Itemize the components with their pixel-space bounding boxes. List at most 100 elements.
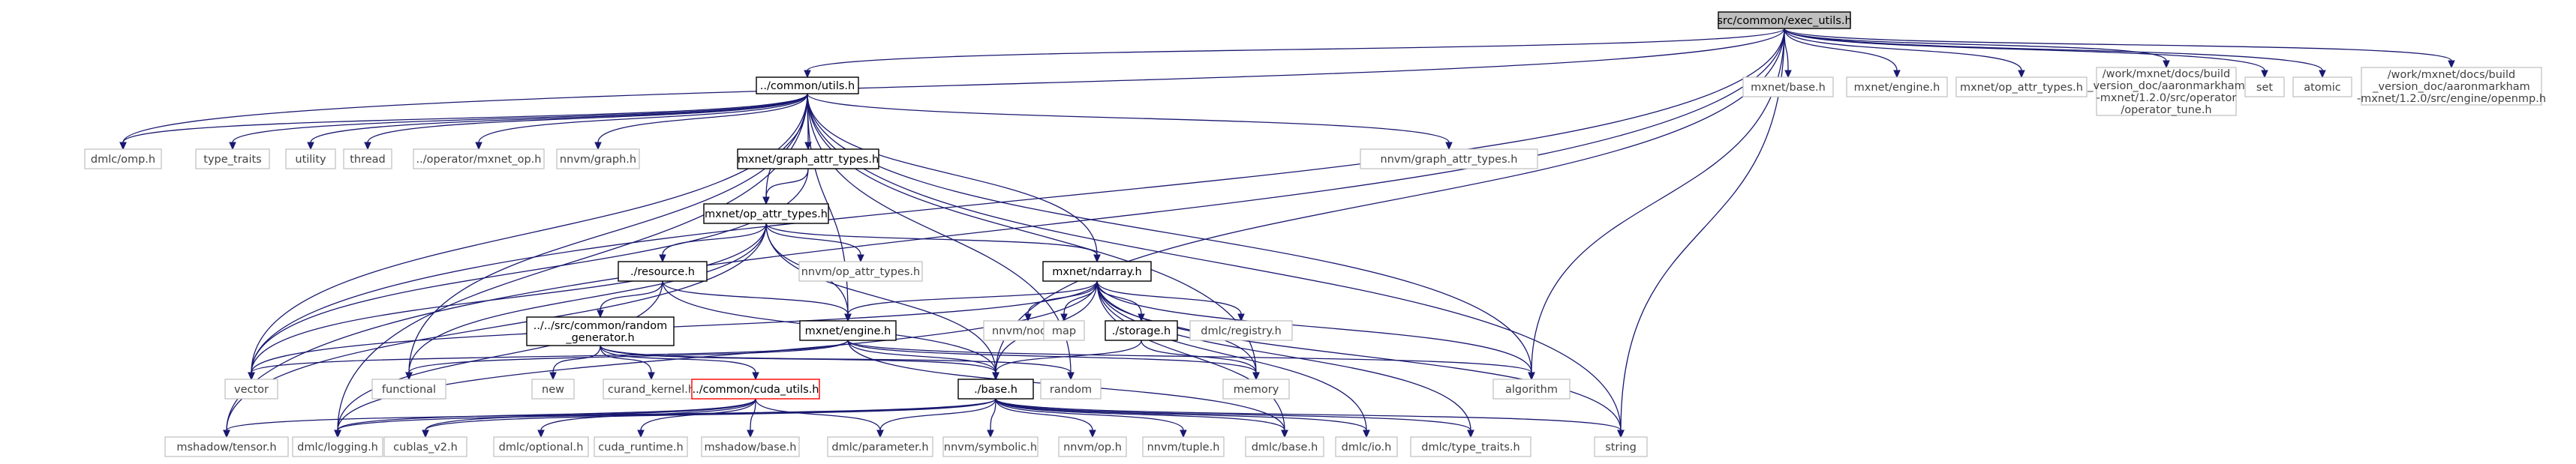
node-label: dmlc/base.h — [1252, 442, 1318, 454]
node-mxnet-op: ../operator/mxnet_op.h — [413, 148, 545, 169]
node-label: ../common/utils.h — [760, 80, 855, 92]
node-nnvm-graph-attr: nnvm/graph_attr_types.h — [1360, 148, 1538, 169]
edge-random_gen-to-cuda_utils — [600, 345, 759, 381]
edge-root-to-mxnet_op_attr_ext — [1784, 28, 2025, 79]
node-label: mshadow/base.h — [705, 442, 797, 454]
node-label: nnvm/symbolic.h — [944, 442, 1037, 454]
edge-random_gen-to-random — [600, 345, 1075, 381]
edge-common_utils-to-mxnet_op — [475, 93, 808, 151]
node-label: dmlc/optional.h — [499, 442, 584, 454]
node-dmlc-base: dmlc/base.h — [1245, 436, 1324, 457]
node-label: vector — [234, 384, 269, 396]
node-label: ./storage.h — [1112, 325, 1171, 337]
node-label: nnvm/op_attr_types.h — [801, 266, 921, 278]
edge-root-to-mxnet_engine_ext — [1784, 28, 1901, 79]
node-mshadow-tensor: mshadow/tensor.h — [164, 436, 289, 457]
node-graph-attr[interactable]: mxnet/graph_attr_types.h — [737, 148, 879, 169]
node-label: thread — [350, 154, 386, 166]
node-label: cuda_runtime.h — [598, 442, 683, 454]
node-nnvm-symbolic: nnvm/symbolic.h — [942, 436, 1039, 457]
node-label: ./base.h — [974, 384, 1017, 396]
edge-base-to-nnvm_symbolic — [987, 398, 996, 439]
edge-op_attr-to-base — [765, 223, 999, 381]
edge-graph_attr-to-op_attr — [762, 168, 809, 205]
node-common-utils[interactable]: ../common/utils.h — [756, 76, 859, 94]
edge-base-to-string — [995, 398, 1625, 439]
node-label: dmlc/registry.h — [1201, 325, 1282, 337]
node-base[interactable]: ./base.h — [957, 379, 1034, 400]
node-label: nnvm/op.h — [1063, 442, 1122, 454]
node-nnvm-graph: nnvm/graph.h — [556, 148, 640, 169]
edge-op_attr-to-mshadow_tensor — [223, 223, 767, 439]
edge-root-to-openmp — [1784, 28, 2455, 69]
node-algorithm: algorithm — [1492, 379, 1571, 400]
node-label: /work/mxnet/docs/build — [2103, 68, 2230, 80]
edge-base-to-dmlc_parameter — [876, 398, 996, 439]
node-label: algorithm — [1505, 384, 1558, 396]
node-dmlc-registry: dmlc/registry.h — [1189, 320, 1293, 341]
node-root[interactable]: src/common/exec_utils.h — [1717, 11, 1852, 29]
node-resource[interactable]: ./resource.h — [618, 261, 708, 282]
edge-engine-to-vector — [248, 340, 849, 381]
edge-cuda_utils-to-cuda_runtime — [637, 398, 756, 439]
node-label: nnvm/tuple.h — [1147, 442, 1220, 454]
node-mshadow-base: mshadow/base.h — [701, 436, 800, 457]
node-type-traits: type_traits — [195, 148, 270, 169]
edge-engine-to-functional — [405, 340, 849, 381]
node-openmp: /work/mxnet/docs/build_version_doc/aaron… — [2357, 67, 2546, 106]
node-label: nnvm/graph_attr_types.h — [1381, 154, 1518, 166]
node-string: string — [1594, 436, 1648, 457]
edge-ndarray-to-storage — [1096, 280, 1145, 322]
node-vector: vector — [224, 379, 278, 400]
edge-cuda_utils-to-dmlc_optional — [537, 398, 756, 439]
node-label: curand_kernel.h — [608, 384, 695, 396]
edge-ndarray-to-dmlc_registry — [1096, 280, 1245, 322]
node-label: functional — [382, 384, 436, 396]
edge-root-to-set — [1784, 28, 2268, 79]
edge-cuda_utils-to-mshadow_base — [747, 398, 756, 439]
node-label: dmlc/logging.h — [297, 442, 378, 454]
node-random: random — [1040, 379, 1102, 400]
node-cuda-runtime: cuda_runtime.h — [594, 436, 688, 457]
node-label: dmlc/omp.h — [91, 154, 155, 166]
edge-cuda_utils-to-dmlc_parameter — [755, 398, 884, 439]
node-curand-kernel: curand_kernel.h — [603, 379, 700, 400]
node-engine[interactable]: mxnet/engine.h — [799, 320, 897, 341]
edge-root-to-common_utils — [804, 28, 1785, 79]
node-label: mshadow/tensor.h — [176, 442, 276, 454]
node-label: ./resource.h — [630, 266, 695, 278]
node-set: set — [2244, 76, 2285, 97]
node-mxnet-op-attr-ext: mxnet/op_attr_types.h — [1955, 76, 2088, 97]
node-label: _generator.h — [565, 332, 634, 344]
node-dmlc-parameter: dmlc/parameter.h — [827, 436, 933, 457]
node-label: nnvm/graph.h — [560, 154, 636, 166]
node-label: dmlc/io.h — [1342, 442, 1392, 454]
node-label: new — [542, 384, 564, 396]
node-label: dmlc/type_traits.h — [1421, 442, 1519, 454]
edge-op_attr-to-ndarray — [765, 223, 1101, 263]
node-layer: src/common/exec_utils.h ../common/utils.h… — [84, 11, 2546, 457]
node-ndarray[interactable]: mxnet/ndarray.h — [1042, 261, 1152, 282]
node-nnvm-op-attr: nnvm/op_attr_types.h — [798, 261, 923, 282]
node-label: cublas_v2.h — [393, 442, 458, 454]
node-cublas: cublas_v2.h — [383, 436, 467, 457]
node-cuda-utils[interactable]: ../common/cuda_utils.h — [691, 379, 820, 400]
node-label: memory — [1234, 384, 1279, 396]
edge-resource-to-random_gen — [597, 280, 663, 319]
node-nnvm-op: nnvm/op.h — [1058, 436, 1127, 457]
edge-common_utils-to-type_traits — [229, 93, 808, 151]
node-functional: functional — [371, 379, 446, 400]
node-dmlc-optional: dmlc/optional.h — [493, 436, 589, 457]
edge-common_utils-to-nnvm_graph_attr — [807, 93, 1453, 151]
node-label: mxnet/engine.h — [805, 325, 891, 337]
edge-graph_attr-to-vector — [248, 168, 809, 381]
node-storage[interactable]: ./storage.h — [1105, 320, 1178, 341]
node-random-gen[interactable]: ../../src/common/random_generator.h — [526, 316, 675, 346]
edge-base-to-dmlc_type_traits — [995, 398, 1474, 439]
node-op-attr[interactable]: mxnet/op_attr_types.h — [703, 203, 829, 224]
node-label: mxnet/graph_attr_types.h — [738, 154, 879, 166]
edge-op_attr-to-vector — [248, 223, 767, 381]
edge-layer — [119, 28, 2455, 439]
node-label: string — [1605, 442, 1637, 454]
